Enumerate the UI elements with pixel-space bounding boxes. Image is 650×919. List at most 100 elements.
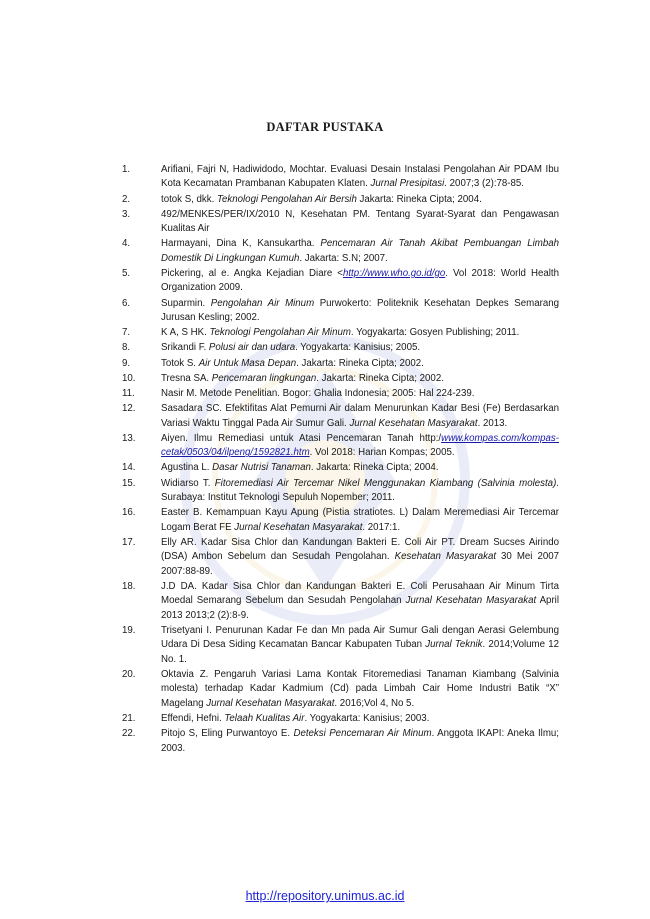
reference-number: 16. bbox=[122, 507, 136, 519]
reference-item: 10. Tresna SA. Pencemaran lingkungan. Jak… bbox=[122, 372, 559, 386]
reference-item: 18. J.D DA. Kadar Sisa Chlor dan Kandunga… bbox=[122, 580, 559, 623]
reference-item: 9.Totok S. Air Untuk Masa Depan. Jakarta… bbox=[122, 357, 559, 371]
reference-text: Effendi, Hefni. Telaah Kualitas Air. Yog… bbox=[161, 712, 559, 726]
reference-text: Srikandi F. Polusi air dan udara. Yogyak… bbox=[161, 341, 559, 355]
reference-text-segment: . Jakarta: Rineka Cipta; 2004. bbox=[310, 462, 439, 474]
reference-item: 16. Easter B. Kemampuan Kayu Apung (Pisti… bbox=[122, 506, 559, 535]
reference-italic-title: Fitoremediasi Air Tercemar Nikel Menggun… bbox=[214, 477, 557, 489]
reference-text: Easter B. Kemampuan Kayu Apung (Pistia s… bbox=[161, 506, 559, 535]
reference-italic-title: Teknologi Pengolahan Air Minum bbox=[209, 327, 351, 339]
reference-item: 12.Sasadara SC. Efektifitas Alat Pemurni… bbox=[122, 402, 559, 431]
reference-item: 22.Pitojo S, Eling Purwantoyo E. Deteksi… bbox=[122, 727, 559, 756]
reference-number: 17. bbox=[122, 536, 136, 548]
reference-italic-title: Dasar Nutrisi Tanaman bbox=[212, 462, 311, 474]
reference-number: 20. bbox=[122, 668, 136, 680]
reference-text-segment: Pitojo S, Eling Purwantoyo E. bbox=[161, 728, 294, 740]
reference-number: 5. bbox=[122, 268, 131, 280]
reference-text-segment: . 2014;Volume 12 No. 1. bbox=[161, 639, 559, 665]
reference-text-segment: Arifiani, Fajri N, Hadiwidodo, Mochtar. … bbox=[161, 164, 559, 190]
reference-text: Nasir M. Metode Penelitian. Bogor: Ghali… bbox=[161, 387, 559, 401]
reference-number: 2. bbox=[122, 193, 131, 205]
reference-number: 8. bbox=[122, 342, 131, 354]
reference-italic-title: Jurnal Teknik bbox=[425, 639, 483, 651]
reference-item: 13. Aiyen. Ilmu Remediasi untuk Atasi Pen… bbox=[122, 432, 559, 461]
reference-number: 18. bbox=[122, 580, 136, 592]
reference-italic-title: Deteksi Pencemaran Air Minum bbox=[293, 728, 432, 740]
reference-italic-title: Kesehatan Masyarakat bbox=[394, 551, 497, 563]
reference-item: 5.Pickering, al e. Angka Kejadian Diare … bbox=[122, 267, 559, 296]
reference-item: 6. Suparmin. Pengolahan Air Minum Purwoke… bbox=[122, 297, 559, 326]
reference-text-segment: . 2013. bbox=[477, 417, 508, 429]
reference-text-segment: Tresna SA. bbox=[161, 372, 212, 384]
reference-text-segment: Agustina L. bbox=[161, 462, 213, 474]
reference-italic-title: Pencemaran lingkungan bbox=[211, 372, 317, 384]
reference-italic-title: Jurnal Kesehatan Masyarakat bbox=[206, 697, 335, 709]
repository-link[interactable]: http://repository.unimus.ac.id bbox=[245, 889, 405, 903]
reference-text-segment: . Yogyakarta: Kanisius; 2003. bbox=[304, 712, 430, 724]
reference-text: J.D DA. Kadar Sisa Chlor dan Kandungan B… bbox=[161, 580, 559, 623]
reference-item: 3.492/MENKES/PER/IX/2010 N, Kesehatan PM… bbox=[122, 208, 559, 237]
reference-text-segment: Elly AR. Kadar Sisa Chlor dan Kandungan … bbox=[161, 536, 559, 563]
reference-number: 21. bbox=[122, 712, 136, 724]
reference-text-segment: Trisetyani I. Penurunan Kadar Fe dan Mn … bbox=[161, 624, 559, 651]
reference-text-segment: April 2013 2013;2 (2):8-9. bbox=[161, 595, 559, 621]
reference-link[interactable]: www.kompas.com/kompas-cetak/0503/04/ilpe… bbox=[161, 432, 559, 459]
reference-text-segment: Jakarta: Rineka Cipta; 2004. bbox=[356, 193, 482, 205]
reference-text: Trisetyani I. Penurunan Kadar Fe dan Mn … bbox=[161, 624, 559, 667]
reference-text: Harmayani, Dina K, Kansukartha. Pencemar… bbox=[161, 237, 559, 266]
reference-number: 6. bbox=[122, 297, 131, 309]
reference-text-segment: . Jakarta: Rineka Cipta; 2002. bbox=[296, 357, 424, 369]
reference-text-segment: Totok S. bbox=[161, 357, 199, 369]
reference-item: 8. Srikandi F. Polusi air dan udara. Yogy… bbox=[122, 341, 559, 355]
reference-text: Suparmin. Pengolahan Air Minum Purwokert… bbox=[161, 297, 559, 326]
page-title: DAFTAR PUSTAKA bbox=[266, 120, 384, 134]
reference-text-segment: . Vol 2018: World Health Organization 20… bbox=[161, 268, 560, 294]
reference-text: Pitojo S, Eling Purwantoyo E. Deteksi Pe… bbox=[161, 727, 559, 756]
reference-list: 1. Arifiani, Fajri N, Hadiwidodo, Mochtar… bbox=[122, 163, 559, 757]
reference-number: 9. bbox=[122, 357, 131, 369]
reference-italic-title: Jurnal Presipitasi bbox=[370, 178, 445, 190]
reference-text: totok S, dkk. Teknologi Pengolahan Air B… bbox=[161, 193, 559, 207]
reference-text-segment: . Vol 2018: Harian Kompas; 2005. bbox=[309, 447, 455, 459]
reference-number: 13. bbox=[122, 432, 136, 444]
reference-item: 14. Agustina L. Dasar Nutrisi Tanaman. Ja… bbox=[122, 461, 559, 475]
reference-text: Sasadara SC. Efektifitas Alat Pemurni Ai… bbox=[161, 402, 559, 431]
reference-item: 2. totok S, dkk. Teknologi Pengolahan Air… bbox=[122, 193, 559, 207]
reference-text-segment: . Yogyakarta: Gosyen Publishing; 2011. bbox=[350, 327, 520, 339]
reference-item: 11. Nasir M. Metode Penelitian. Bogor: Gh… bbox=[122, 387, 559, 401]
reference-item: 20. Oktavia Z. Pengaruh Variasi Lama Kont… bbox=[122, 668, 559, 711]
reference-number: 10. bbox=[122, 372, 136, 384]
reference-italic-title: Pengolahan Air Minum bbox=[210, 297, 315, 309]
reference-link[interactable]: http://www.who.go.id/go bbox=[342, 268, 446, 280]
reference-text: Widiarso T. Fitoremediasi Air Tercemar N… bbox=[161, 477, 559, 506]
reference-italic-title: Polusi air dan udara bbox=[208, 342, 296, 354]
reference-item: 4. Harmayani, Dina K, Kansukartha. Pencem… bbox=[122, 237, 559, 266]
reference-item: 17. Elly AR. Kadar Sisa Chlor dan Kandung… bbox=[122, 536, 559, 579]
reference-text: Elly AR. Kadar Sisa Chlor dan Kandungan … bbox=[161, 536, 559, 579]
reference-item: 19.Trisetyani I. Penurunan Kadar Fe dan … bbox=[122, 624, 559, 667]
reference-text: K A, S HK. Teknologi Pengolahan Air Minu… bbox=[161, 326, 559, 340]
reference-text-segment: Purwokerto: Politeknik Kesehatan Depkes … bbox=[161, 297, 559, 324]
reference-text: Agustina L. Dasar Nutrisi Tanaman. Jakar… bbox=[161, 461, 559, 475]
reference-text-segment: J.D DA. Kadar Sisa Chlor dan Kandungan B… bbox=[161, 580, 559, 607]
reference-text-segment: 492/MENKES/PER/IX/2010 N, Kesehatan PM. … bbox=[161, 208, 559, 235]
reference-text-segment: . Yogyakarta: Kanisius; 2005. bbox=[295, 342, 421, 354]
reference-text: 492/MENKES/PER/IX/2010 N, Kesehatan PM. … bbox=[161, 208, 559, 237]
reference-number: 11. bbox=[122, 388, 135, 400]
reference-text: Tresna SA. Pencemaran lingkungan. Jakart… bbox=[161, 372, 559, 386]
reference-italic-title: Jurnal Kesehatan Masyarakat bbox=[234, 521, 363, 533]
reference-text: Aiyen. Ilmu Remediasi untuk Atasi Pencem… bbox=[161, 432, 559, 461]
reference-italic-title: Jurnal Kesehatan Masyarakat bbox=[349, 417, 478, 429]
reference-text-segment: . 2007;3 (2):78-85. bbox=[444, 178, 524, 190]
reference-text-segment: Aiyen. Ilmu Remediasi untuk Atasi Pencem… bbox=[161, 432, 442, 444]
reference-text-segment: totok S, dkk. bbox=[161, 193, 217, 205]
reference-number: 15. bbox=[122, 477, 136, 489]
reference-item: 21. Effendi, Hefni. Telaah Kualitas Air. … bbox=[122, 712, 559, 726]
reference-text-segment: Srikandi F. bbox=[161, 342, 209, 354]
reference-text-segment: Oktavia Z. Pengaruh Variasi Lama Kontak … bbox=[161, 668, 559, 709]
reference-italic-title: Jurnal Kesehatan Masyarakat bbox=[405, 595, 537, 607]
reference-number: 14. bbox=[122, 462, 136, 474]
reference-number: 1. bbox=[122, 164, 131, 175]
reference-item: 1. Arifiani, Fajri N, Hadiwidodo, Mochtar… bbox=[122, 163, 559, 192]
reference-number: 4. bbox=[122, 238, 131, 250]
